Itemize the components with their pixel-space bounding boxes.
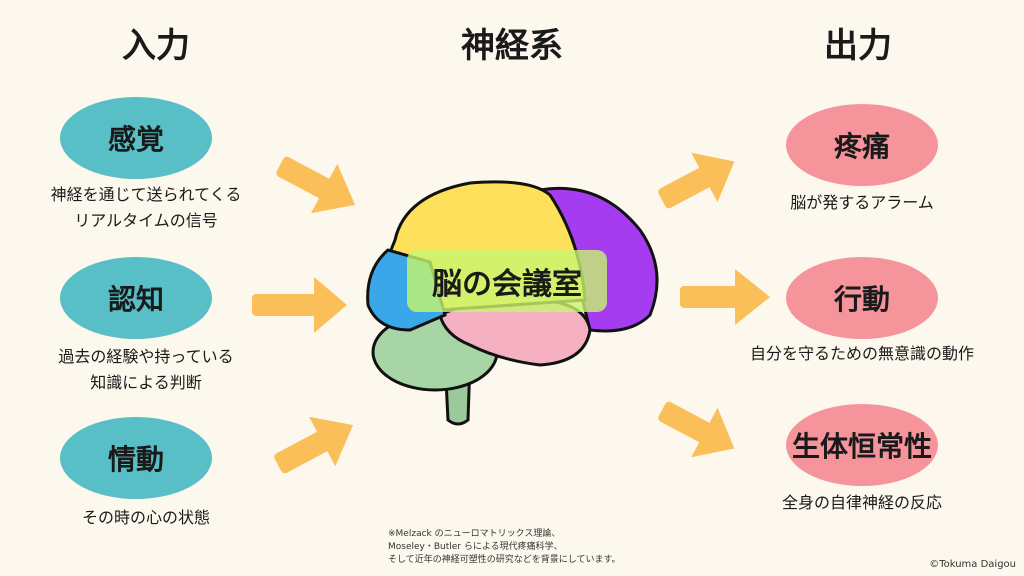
caption-line: 知識による判断 — [90, 373, 202, 392]
input-sensation-caption: 神経を通じて送られてくるリアルタイムの信号 — [51, 182, 242, 234]
footnote-line: Moseley・Butler らによる現代疼痛科学、 — [388, 542, 563, 552]
arrow-output-2 — [680, 269, 770, 325]
caption-line: 神経を通じて送られてくる — [50, 185, 242, 204]
input-cognition: 認知 — [60, 257, 212, 339]
footnote-line: ※Melzack のニューロマトリックス理論、 — [388, 529, 561, 539]
brain-meeting-room-label: 脳の会議室 — [407, 250, 607, 312]
footnote-line: そして近年の神経可塑性の研究などを背景にしています。 — [388, 555, 621, 565]
nervous-system-title: 神経系 — [461, 26, 563, 66]
output-behavior-caption: 自分を守るための無意識の動作 — [749, 344, 975, 363]
caption-line: リアルタイムの信号 — [74, 211, 218, 230]
arrow-input-1 — [276, 156, 356, 214]
arrow-output-3 — [658, 401, 735, 458]
input-emotion: 情動 — [60, 417, 212, 499]
output-homeostasis-caption: 全身の自律神経の反応 — [781, 493, 943, 512]
arrow-output-1 — [658, 152, 735, 209]
output-pain: 疼痛 — [786, 104, 938, 186]
output-pain-caption: 脳が発するアラーム — [790, 193, 934, 212]
output-behavior: 行動 — [786, 257, 938, 339]
arrows — [252, 152, 770, 474]
input-title: 入力 — [122, 26, 190, 66]
output-title: 出力 — [824, 26, 892, 66]
copyright: ©Tokuma Daigou — [929, 559, 1016, 570]
footnote: ※Melzack のニューロマトリックス理論、 Moseley・Butler らに… — [388, 528, 621, 567]
output-homeostasis: 生体恒常性 — [786, 404, 938, 486]
input-emotion-caption: その時の心の状態 — [81, 508, 211, 527]
arrow-input-2 — [252, 277, 347, 333]
input-cognition-caption: 過去の経験や持っている知識による判断 — [58, 344, 233, 396]
arrow-input-3 — [274, 416, 354, 474]
input-sensation: 感覚 — [60, 97, 212, 179]
caption-line: 過去の経験や持っている — [58, 347, 234, 366]
